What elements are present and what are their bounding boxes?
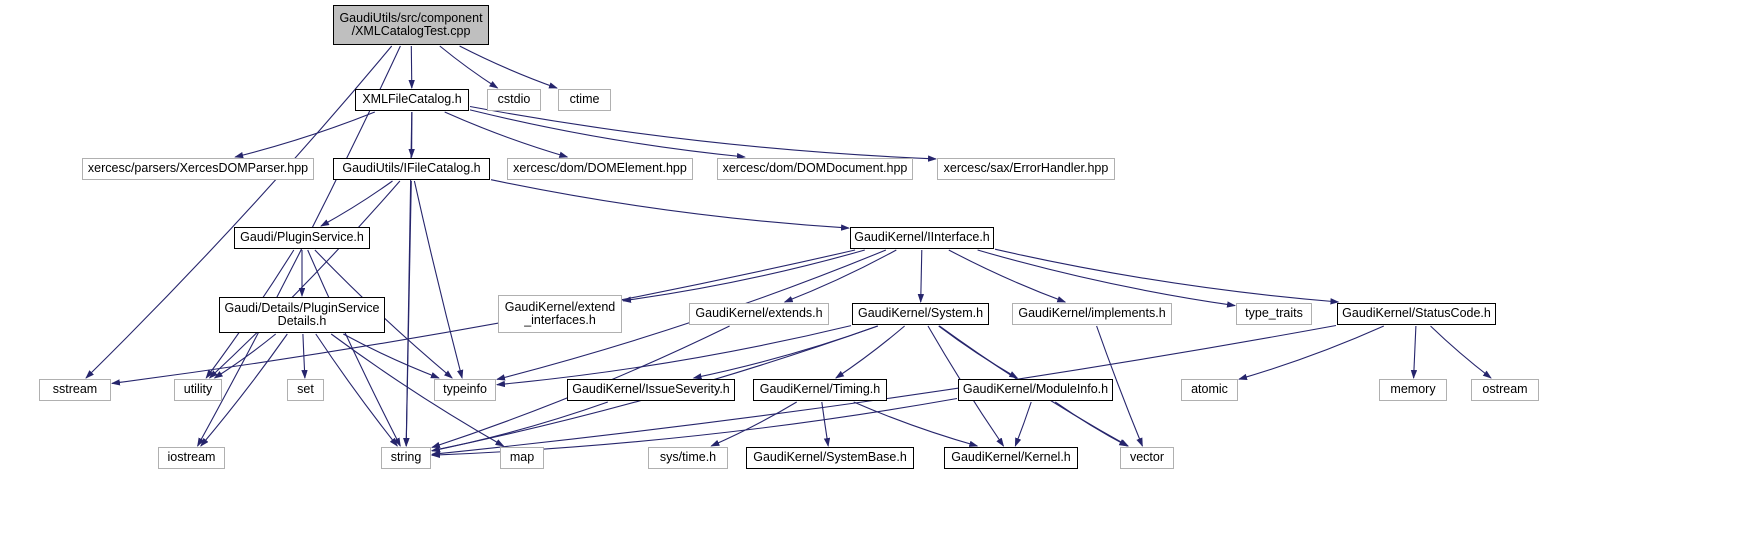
graph-edge-system-to-moduleinfo (938, 325, 1019, 379)
graph-node-kernel[interactable]: GaudiKernel/Kernel.h (944, 447, 1078, 469)
graph-edge-root-to-xmlfc (408, 45, 415, 89)
graph-edge-xmlfc-to-domelement (444, 111, 569, 158)
graph-node-systembase[interactable]: GaudiKernel/SystemBase.h (746, 447, 914, 469)
graph-edge-xmlfc-to-domdocument (469, 109, 746, 160)
graph-edge-root-to-ctime (459, 45, 558, 89)
graph-edge-system-to-timing (835, 325, 905, 379)
graph-node-set[interactable]: set (287, 379, 324, 401)
graph-edge-iinterface-to-extendif (622, 249, 865, 303)
graph-edge-statuscode-to-atomic (1238, 325, 1385, 381)
graph-node-extends[interactable]: GaudiKernel/extends.h (689, 303, 829, 325)
graph-node-issuesev[interactable]: GaudiKernel/IssueSeverity.h (567, 379, 735, 401)
graph-node-extendif[interactable]: GaudiKernel/extend _interfaces.h (498, 295, 622, 333)
graph-edge-ifilecat-to-pluginsvc (320, 180, 393, 227)
graph-edge-statuscode-to-memory (1410, 325, 1418, 379)
graph-node-errorhandler[interactable]: xercesc/sax/ErrorHandler.hpp (937, 158, 1115, 180)
graph-node-sstream[interactable]: sstream (39, 379, 111, 401)
graph-node-timing[interactable]: GaudiKernel/Timing.h (753, 379, 887, 401)
graph-edge-iinterface-to-statuscode (994, 248, 1340, 305)
graph-edge-root-to-cstdio (439, 45, 499, 89)
graph-edge-ifilecat-to-iinterface (490, 179, 850, 231)
graph-edge-xmlfc-to-errorhandler (469, 105, 937, 162)
graph-edge-plugindet-to-typeinfo (343, 333, 440, 379)
graph-node-moduleinfo[interactable]: GaudiKernel/ModuleInfo.h (958, 379, 1113, 401)
graph-node-plugindet[interactable]: Gaudi/Details/PluginService Details.h (219, 297, 385, 333)
graph-edge-iinterface-to-system (917, 249, 925, 303)
graph-edge-ifilecat-to-utility (208, 180, 401, 379)
graph-node-typetraits[interactable]: type_traits (1236, 303, 1312, 325)
graph-node-pluginsvc[interactable]: Gaudi/PluginService.h (234, 227, 370, 249)
graph-edge-iinterface-to-implements (948, 249, 1067, 303)
graph-node-ostream[interactable]: ostream (1471, 379, 1539, 401)
graph-node-vector[interactable]: vector (1120, 447, 1174, 469)
graph-edge-plugindet-to-string (315, 333, 398, 447)
graph-edge-timing-to-kernel (853, 401, 979, 447)
graph-node-statuscode[interactable]: GaudiKernel/StatusCode.h (1337, 303, 1496, 325)
graph-edge-iinterface-to-extends (783, 249, 897, 303)
graph-edge-system-to-issuesev (692, 325, 879, 380)
graph-edge-system-to-typeinfo (496, 325, 852, 388)
graph-edge-xmlfc-to-xdomparser (234, 111, 376, 159)
graph-node-implements[interactable]: GaudiKernel/implements.h (1012, 303, 1172, 325)
graph-edge-timing-to-systime (710, 401, 797, 447)
graph-edge-pluginsvc-to-string (307, 249, 401, 447)
graph-node-ifilecat[interactable]: GaudiUtils/IFileCatalog.h (333, 158, 490, 180)
graph-node-map[interactable]: map (500, 447, 544, 469)
graph-node-ctime[interactable]: ctime (558, 89, 611, 111)
graph-edge-moduleinfo-to-vector (1054, 401, 1129, 447)
graph-node-utility[interactable]: utility (174, 379, 222, 401)
graph-node-typeinfo[interactable]: typeinfo (434, 379, 496, 401)
graph-node-iostream[interactable]: iostream (158, 447, 225, 469)
graph-node-memory[interactable]: memory (1379, 379, 1447, 401)
graph-node-cstdio[interactable]: cstdio (487, 89, 541, 111)
graph-edge-plugindet-to-set (301, 333, 308, 379)
graph-node-domelement[interactable]: xercesc/dom/DOMElement.hpp (507, 158, 693, 180)
graph-edge-timing-to-systembase (821, 401, 831, 447)
graph-edge-issuesev-to-string (431, 401, 608, 453)
graph-node-string[interactable]: string (381, 447, 431, 469)
graph-edge-moduleinfo-to-kernel (1014, 401, 1032, 447)
graph-node-root[interactable]: GaudiUtils/src/component /XMLCatalogTest… (333, 5, 489, 45)
graph-edge-plugindet-to-utility (213, 333, 277, 379)
graph-node-xmlfc[interactable]: XMLFileCatalog.h (355, 89, 469, 111)
graph-node-xdomparser[interactable]: xercesc/parsers/XercesDOMParser.hpp (82, 158, 314, 180)
graph-edge-ifilecat-to-string (403, 180, 412, 447)
graph-node-systime[interactable]: sys/time.h (648, 447, 728, 469)
graph-node-atomic[interactable]: atomic (1181, 379, 1238, 401)
graph-node-iinterface[interactable]: GaudiKernel/IInterface.h (850, 227, 994, 249)
graph-edge-ifilecat-to-typeinfo (413, 180, 464, 379)
graph-edge-iinterface-to-typetraits (977, 249, 1236, 308)
graph-edge-statuscode-to-ostream (1430, 325, 1492, 379)
graph-node-system[interactable]: GaudiKernel/System.h (852, 303, 989, 325)
graph-node-domdocument[interactable]: xercesc/dom/DOMDocument.hpp (717, 158, 913, 180)
